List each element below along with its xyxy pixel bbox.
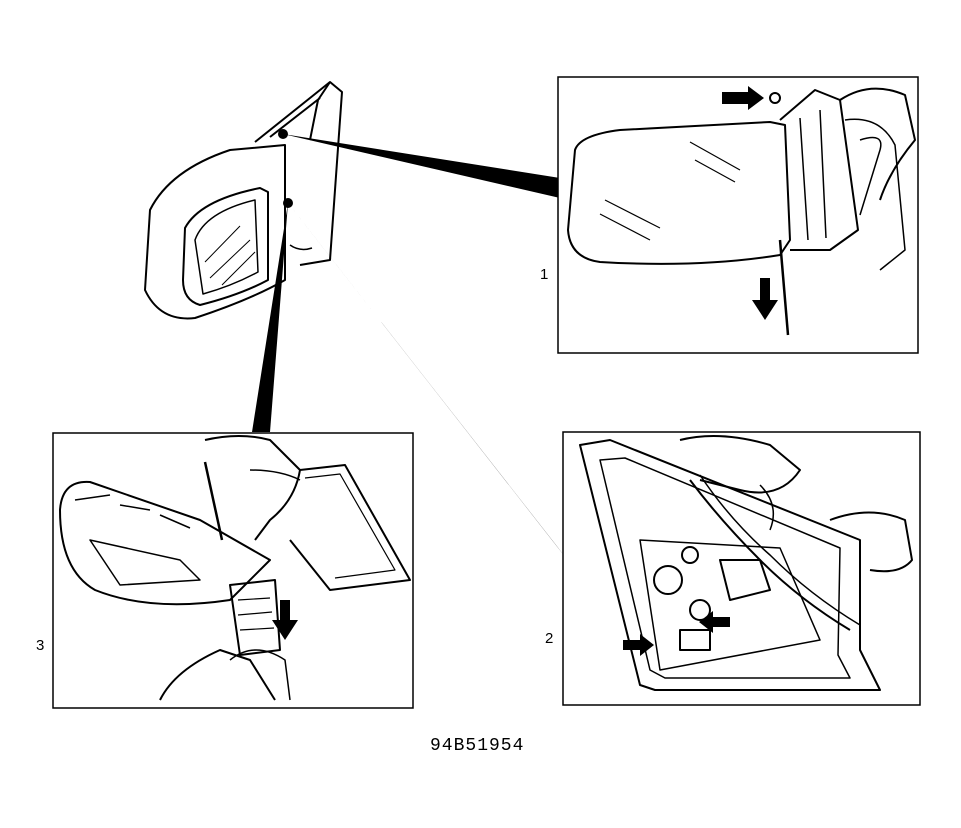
arrow-down-icon [752, 278, 778, 320]
figure-code: 94B51954 [430, 736, 525, 756]
callout-wedge-1 [283, 134, 560, 198]
arrow-right-icon [623, 634, 654, 656]
mirror-overview [144, 81, 343, 320]
panel-1 [557, 76, 919, 354]
callout-label-3: 3 [36, 637, 44, 654]
arrow-down-icon [272, 600, 298, 640]
callout-wedge-3 [252, 203, 288, 432]
callout-label-1: 1 [540, 266, 548, 283]
arrow-right-icon [722, 86, 764, 110]
arrow-left-icon [699, 611, 730, 633]
panel-2 [562, 431, 921, 706]
callout-label-2: 2 [545, 630, 553, 647]
panel-3 [52, 432, 414, 709]
callout-wedge-2 [288, 203, 566, 558]
